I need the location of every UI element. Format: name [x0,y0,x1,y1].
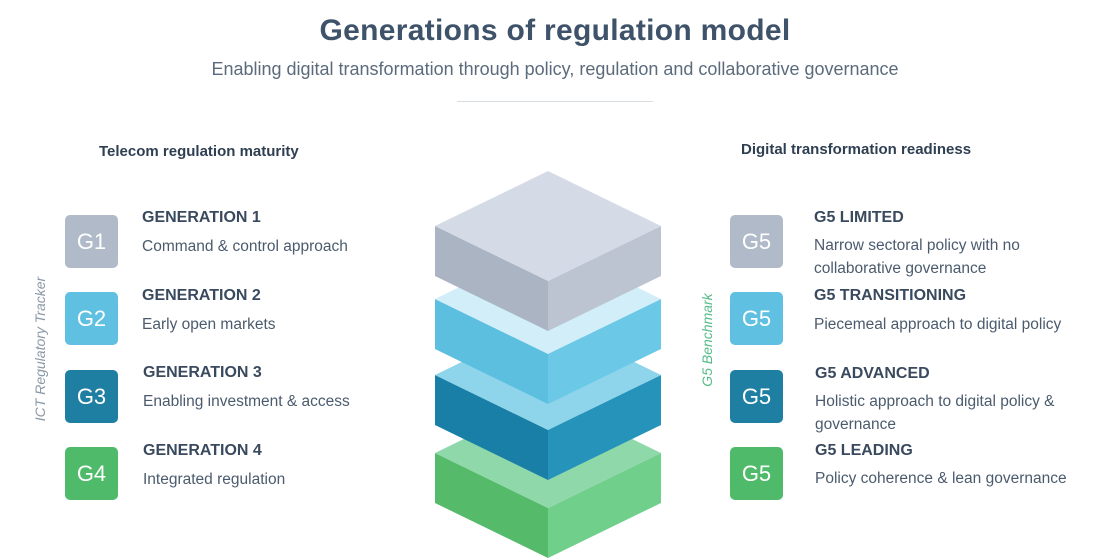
item-desc: Command & control approach [142,238,348,255]
item-title: GENERATION 2 [142,287,261,304]
right-item-limited: G5 G5 LIMITED Narrow sectoral policy wit… [730,209,1090,277]
right-item-transitioning: G5 G5 TRANSITIONING Piecemeal approach t… [730,287,1090,352]
page-title: Generations of regulation model [319,14,791,47]
item-desc: Early open markets [142,316,276,333]
layer-g2-right-face [548,299,661,404]
badge-g5-advanced: G5 [730,370,783,423]
layer-g4-left-face [435,453,548,558]
layer-g1-top-face [435,171,661,281]
right-column-heading: Digital transformation readiness [741,141,972,158]
left-item-g1: G1 GENERATION 1 Command & control approa… [65,209,405,275]
left-item-g2: G2 GENERATION 2 Early open markets [65,287,405,352]
right-item-advanced: G5 G5 ADVANCED Holistic approach to digi… [730,365,1090,433]
badge-g4: G4 [65,447,118,500]
item-title: GENERATION 3 [143,364,262,381]
badge-g5-limited: G5 [730,215,783,268]
item-title: G5 ADVANCED [815,365,930,382]
layer-g1-left-face [435,226,548,331]
item-desc: Piecemeal approach to digital policy [814,316,1062,333]
left-item-g3: G3 GENERATION 3 Enabling investment & ac… [65,364,405,430]
badge-g5-leading: G5 [730,447,783,500]
layer-g3-left-face [435,375,548,480]
left-item-g4: G4 GENERATION 4 Integrated regulation [65,442,405,507]
layer-g2-left-face [435,299,548,404]
item-title: GENERATION 4 [143,442,262,459]
left-column-heading: Telecom regulation maturity [99,143,299,160]
item-title: G5 LIMITED [814,209,904,226]
right-item-leading: G5 G5 LEADING Policy coherence & lean go… [730,442,1090,507]
badge-g2: G2 [65,292,118,345]
item-title: G5 LEADING [815,442,913,459]
item-desc: Holistic approach to digital policy & go… [815,393,1055,433]
title-divider [457,101,653,102]
item-title: GENERATION 1 [142,209,261,226]
item-desc: Narrow sectoral policy with no collabora… [814,237,1020,277]
badge-g1: G1 [65,215,118,268]
layer-g3-right-face [548,375,661,480]
layer-g1-right-face [548,226,661,331]
badge-g5-transitioning: G5 [730,292,783,345]
layer-g1 [435,171,661,331]
item-desc: Policy coherence & lean governance [815,470,1067,487]
layer-g4-right-face [548,453,661,558]
page-subtitle: Enabling digital transformation through … [211,59,899,79]
item-title: G5 TRANSITIONING [814,287,967,304]
item-desc: Enabling investment & access [143,393,350,410]
item-desc: Integrated regulation [143,471,286,488]
badge-g3: G3 [65,370,118,423]
